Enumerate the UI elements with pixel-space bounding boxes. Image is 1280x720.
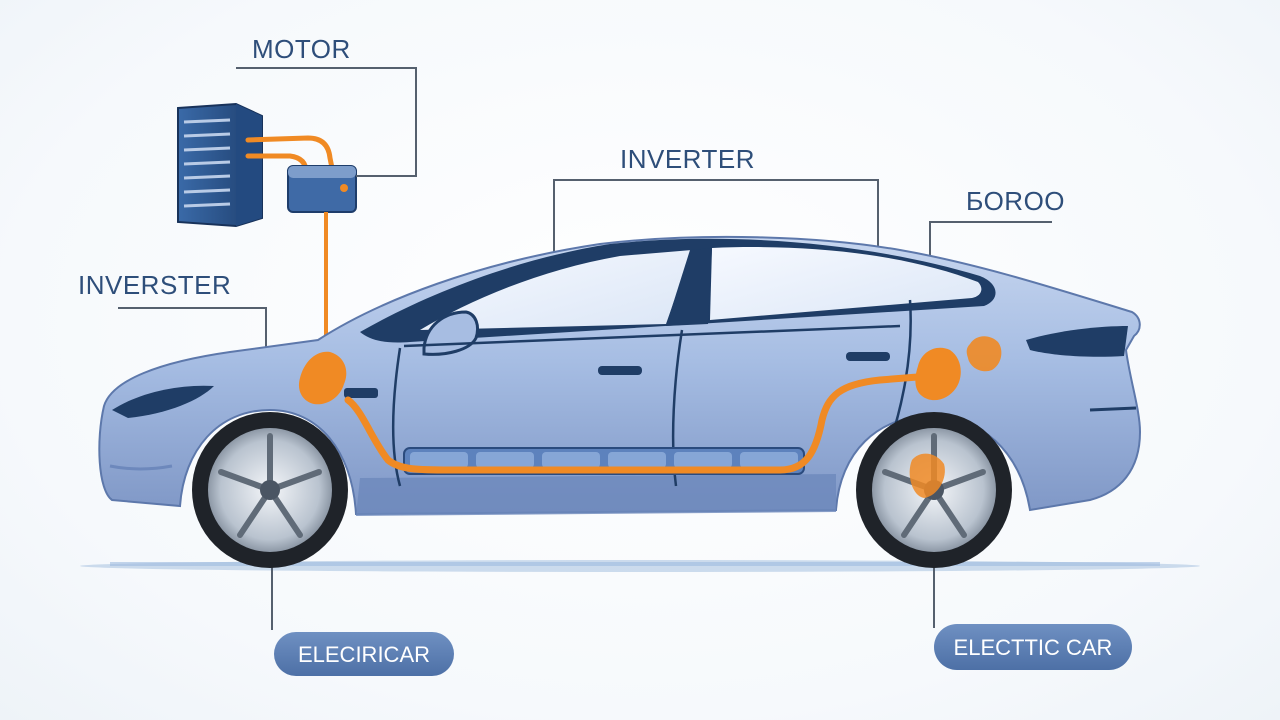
pill-left: ELECIRICAR xyxy=(274,632,454,676)
rear-wheel-icon xyxy=(856,412,1012,568)
hv-cable xyxy=(344,372,934,474)
rear-window xyxy=(710,247,982,320)
motor-label: MOTOR xyxy=(252,34,351,64)
pill-left-label: ELECIRICAR xyxy=(298,642,430,667)
server-tower-icon xyxy=(177,102,263,228)
inverster-left-label: INVERSTER xyxy=(78,270,231,300)
boroo-label: ƂOROO xyxy=(966,186,1065,216)
front-wheel-icon xyxy=(192,412,348,568)
pill-right: ELECTTIC CAR xyxy=(934,624,1132,670)
b-pillar xyxy=(666,248,712,326)
charge-port xyxy=(344,388,378,398)
front-bumper xyxy=(109,464,173,471)
side-skirt xyxy=(356,474,836,516)
rear-door-handle xyxy=(846,352,890,361)
headlight xyxy=(112,385,214,418)
pill-right-label: ELECTTIC CAR xyxy=(954,635,1113,660)
front-motor-glow xyxy=(298,351,347,405)
inverter-top-label: INVERTER xyxy=(620,144,755,174)
electric-car xyxy=(98,235,1142,568)
front-door-handle xyxy=(598,366,642,375)
front-window xyxy=(420,250,692,330)
rear-diffuser xyxy=(1089,406,1137,412)
inverter-box-icon xyxy=(287,165,357,213)
rear-motor-glow xyxy=(915,336,1002,401)
taillight xyxy=(1026,326,1128,357)
